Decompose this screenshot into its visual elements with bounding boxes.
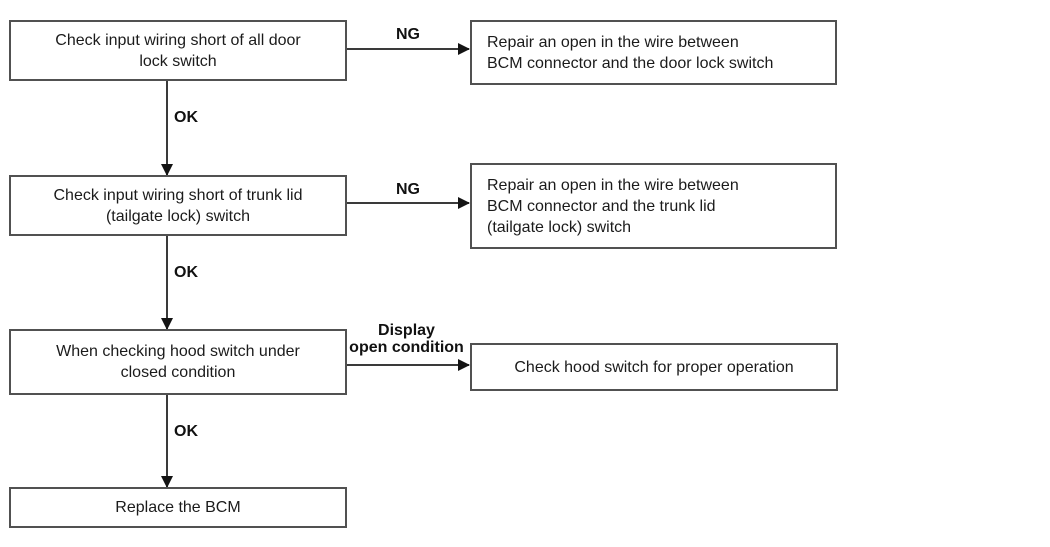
node-check-trunk-lid-switch: Check input wiring short of trunk lid (t… [9,175,347,236]
edge-label-ok-hood: OK [174,423,198,440]
node-repair-trunk-lid-wire: Repair an open in the wire between BCM c… [470,163,837,249]
arrow-ok-door-lock [161,81,173,176]
node-text: When checking hood switch under closed c… [56,341,300,383]
edge-label-line: Display [378,322,435,339]
node-replace-bcm: Replace the BCM [9,487,347,528]
edge-label-ng-door-lock: NG [396,26,420,43]
node-text-line: Replace the BCM [115,499,241,516]
edge-label-display-open-condition: Display open condition [343,322,470,356]
node-text-line: When checking hood switch under [56,343,300,360]
node-text: Check input wiring short of all door loc… [55,30,300,72]
arrow-display-open-condition [347,359,470,371]
edge-label-line: open condition [349,339,464,356]
node-text-line: (tailgate lock) switch [105,207,251,225]
node-text: Check input wiring short of trunk lid (t… [54,185,303,227]
node-text-line: lock switch [139,52,217,70]
node-text-line: BCM connector and the trunk lid [487,197,716,215]
edge-label-ok-door-lock: OK [174,109,198,126]
node-check-door-lock-switch: Check input wiring short of all door loc… [9,20,347,81]
arrow-ok-trunk-lid [161,236,173,330]
node-check-hood-switch-operation: Check hood switch for proper operation [470,343,838,391]
node-text-line: Repair an open in the wire between [487,176,739,194]
node-text-line: Check hood switch for proper operation [514,358,794,376]
node-check-hood-switch-closed: When checking hood switch under closed c… [9,329,347,395]
node-text: Check hood switch for proper operation [514,357,793,378]
node-text-line: Check input wiring short of trunk lid [53,186,303,204]
node-text-line: BCM connector and the door lock switch [487,54,774,72]
node-repair-door-lock-wire: Repair an open in the wire between BCM c… [470,20,837,85]
node-text: Replace the BCM [115,497,240,518]
arrow-ok-hood [161,395,173,488]
node-text-line: (tailgate lock) switch [487,218,632,236]
arrow-ng-door-lock [347,43,470,55]
edge-label-ng-trunk-lid: NG [396,181,420,198]
node-text-line: Repair an open in the wire between [487,33,739,51]
node-text: Repair an open in the wire between BCM c… [487,32,773,74]
arrow-ng-trunk-lid [347,197,470,209]
node-text: Repair an open in the wire between BCM c… [487,175,739,238]
node-text-line: Check input wiring short of all door [55,31,301,49]
node-text-line: closed condition [120,364,236,381]
edge-label-ok-trunk-lid: OK [174,264,198,281]
